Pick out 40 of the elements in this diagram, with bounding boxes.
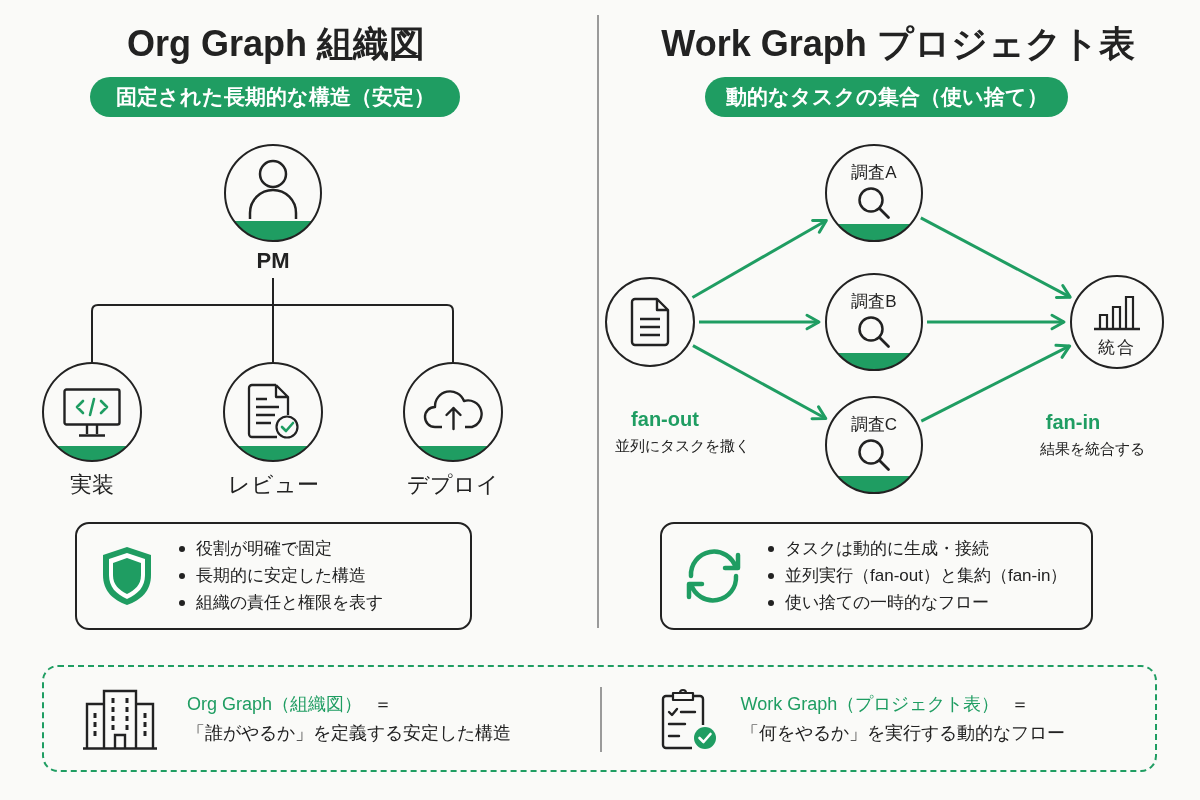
- flow-label: fan-out: [631, 407, 699, 431]
- bullet-text: 役割が明確で固定: [196, 538, 332, 560]
- flow-caption: 結果を統合する: [1039, 440, 1145, 459]
- merge-label: 統合: [1098, 337, 1136, 359]
- bullet-text: 使い捨ての一時的なフロー: [785, 592, 989, 614]
- panel-heading: Org Graph 組織図: [127, 22, 425, 66]
- arrow: [699, 313, 821, 331]
- summary-panel: [42, 665, 1157, 772]
- arrow: [927, 313, 1066, 331]
- bullet-text: 組織の責任と権限を表す: [196, 592, 383, 614]
- subtitle-banner: [90, 77, 460, 117]
- summary-term: Org Graph（組織図）: [187, 692, 363, 716]
- flow-label: fan-in: [1045, 410, 1101, 434]
- arrow: [691, 218, 828, 299]
- info-card: [75, 522, 472, 630]
- task-label: 調査A: [851, 162, 897, 184]
- equals-label: ＝: [1011, 692, 1030, 716]
- bullet-text: 長期的に安定した構造: [196, 565, 366, 587]
- arrow: [692, 344, 828, 421]
- equals-label: ＝: [374, 692, 393, 716]
- role-label: PM: [256, 248, 290, 274]
- summary-term: Work Graph（プロジェクト表）: [740, 692, 1000, 716]
- arrow: [920, 343, 1072, 423]
- flow-caption: 並列にタスクを撒く: [614, 437, 750, 456]
- bullet-text: 並列実行（fan-out）と集約（fan-in）: [785, 565, 1068, 587]
- arrow: [920, 216, 1072, 299]
- banner-text: 動的なタスクの集合（使い捨て）: [725, 84, 1048, 111]
- summary-text: 「何をやるか」を実行する動的なフロー: [740, 721, 1065, 745]
- bullet-text: タスクは動的に生成・接続: [785, 538, 989, 560]
- summary-text: 「誰がやるか」を定義する安定した構造: [187, 721, 511, 745]
- info-card: [660, 522, 1093, 630]
- role-label: 実装: [70, 472, 114, 498]
- banner-text: 固定された長期的な構造（安定）: [115, 84, 435, 111]
- role-label: レビュー: [227, 472, 319, 498]
- task-label: 調査C: [850, 414, 898, 436]
- role-label: デプロイ: [407, 472, 499, 498]
- task-label: 調査B: [851, 291, 897, 313]
- subtitle-banner: [705, 77, 1068, 117]
- panel-heading: Work Graph プロジェクト表: [661, 22, 1135, 66]
- connector-line: [272, 277, 454, 363]
